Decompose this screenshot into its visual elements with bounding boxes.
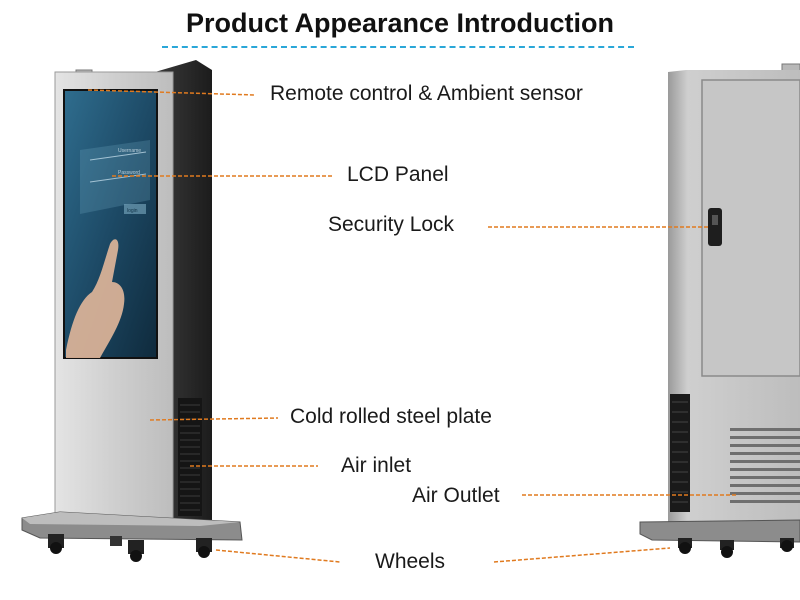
screen-login-ui: Username Password login	[80, 140, 150, 214]
back-wheels	[678, 538, 794, 558]
leader-wheels-left	[215, 549, 341, 563]
label-steel-plate: Cold rolled steel plate	[290, 405, 492, 428]
label-security-lock: Security Lock	[328, 213, 455, 236]
screen-password-text: Password	[118, 170, 140, 176]
leader-wheels-right	[493, 547, 671, 563]
screen-username-text: Username	[118, 148, 141, 154]
hand-illustration	[66, 239, 125, 358]
label-remote-control: Remote control & Ambient sensor	[270, 82, 583, 105]
air-outlet-vent	[730, 428, 800, 503]
label-wheels: Wheels	[375, 550, 446, 573]
title-underline	[162, 46, 634, 48]
security-lock	[708, 208, 722, 246]
leader-steel-plate	[149, 417, 279, 421]
page-title: Product Appearance Introduction	[185, 8, 615, 38]
label-air-inlet: Air inlet	[341, 454, 412, 477]
label-lcd-panel: LCD Panel	[347, 163, 449, 186]
back-kiosk	[639, 63, 800, 558]
leader-remote-control	[87, 89, 256, 96]
air-inlet-vent	[178, 398, 202, 516]
side-vent	[670, 394, 690, 512]
leader-lines	[87, 89, 736, 563]
screen-login-text: login	[127, 208, 138, 214]
label-air-outlet: Air Outlet	[412, 484, 500, 507]
front-wheels	[48, 534, 212, 562]
front-kiosk: Username Password login	[21, 60, 243, 562]
